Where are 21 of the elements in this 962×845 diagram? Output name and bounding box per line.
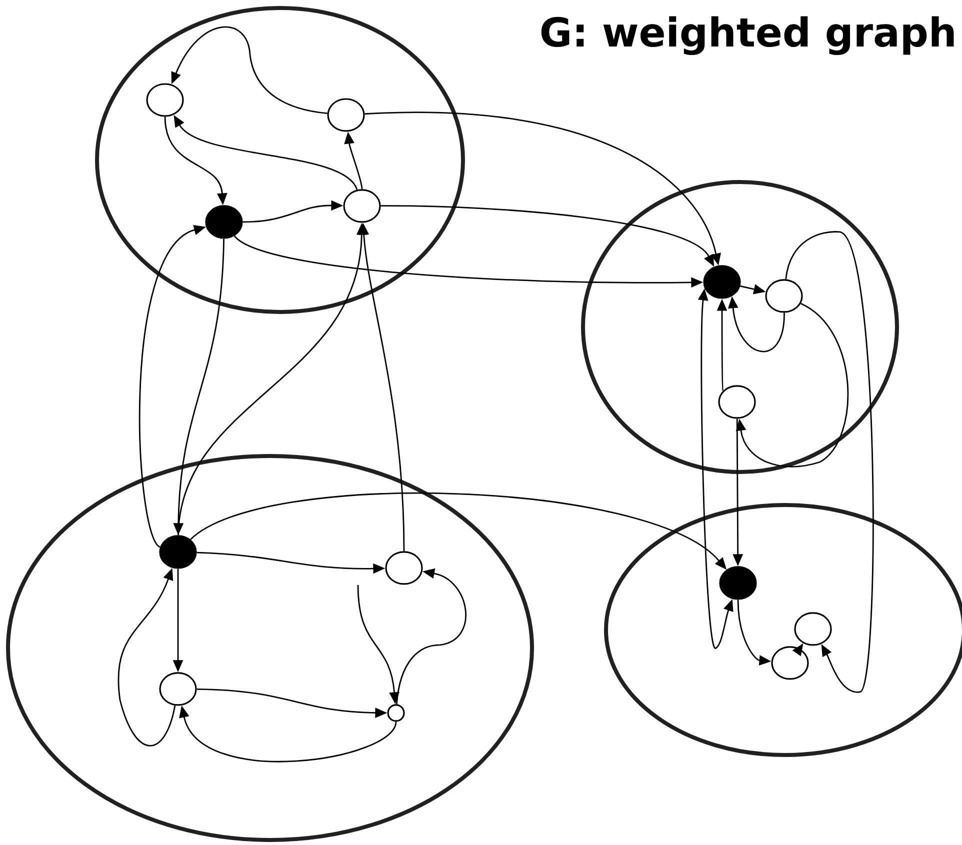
vertex-circle	[146, 83, 184, 117]
vertex-dot	[159, 535, 197, 569]
vertex-circle	[385, 551, 423, 585]
vertex-circle	[159, 672, 197, 706]
vertex-dot	[719, 566, 757, 600]
arrow	[171, 26, 328, 114]
cluster-ellipse	[581, 180, 899, 474]
vertex-circle	[718, 385, 756, 419]
arrow	[785, 231, 874, 693]
title: G: weighted graph	[541, 16, 954, 56]
cluster-ellipse	[6, 454, 534, 842]
vertex-dot	[703, 265, 741, 299]
arrow	[736, 302, 848, 468]
vertex-circle	[387, 704, 405, 722]
cluster-ellipse	[95, 6, 465, 314]
vertex-circle	[765, 279, 803, 313]
vertex-circle	[771, 646, 809, 680]
vertex-circle	[343, 189, 381, 223]
vertex-dot	[205, 205, 243, 239]
vertex-circle	[794, 612, 832, 646]
vertex-circle	[327, 98, 365, 132]
